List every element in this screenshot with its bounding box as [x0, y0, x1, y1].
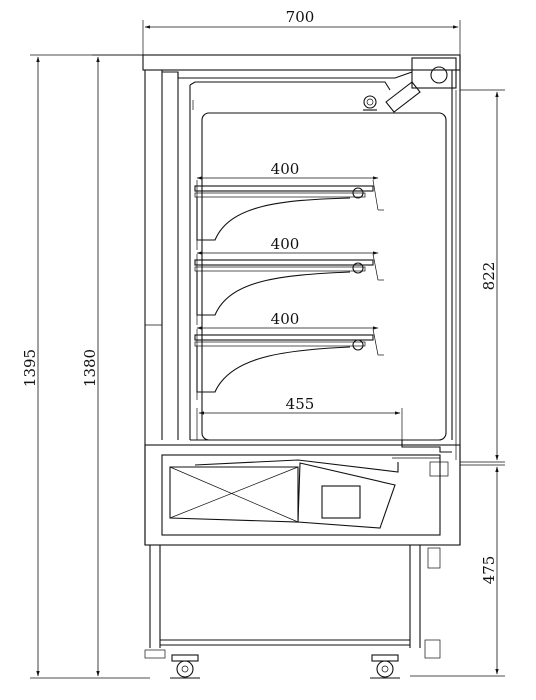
base-deck-depth-label: 455 — [286, 395, 315, 413]
dimension-upper-height: 822 — [460, 89, 505, 463]
front-lighting-canopy — [192, 57, 457, 113]
shelf-3: 400 — [194, 310, 384, 400]
dimension-overall-width: 700 — [142, 8, 461, 60]
shelf-2-depth-label: 400 — [271, 235, 300, 253]
stand — [144, 545, 441, 659]
shelf-3-depth-label: 400 — [271, 310, 300, 328]
shelf-2: 400 — [194, 235, 384, 325]
lower-compartment — [144, 444, 461, 546]
lower-height-label: 475 — [480, 556, 498, 585]
caster-right — [370, 654, 400, 679]
body-height-label: 1380 — [81, 349, 99, 387]
dimension-lower-height: 475 — [410, 464, 505, 677]
base-deck: 455 — [190, 395, 452, 453]
caster-left — [170, 654, 200, 679]
dimension-body-height: 1380 — [81, 54, 143, 677]
cabinet-outline — [142, 54, 461, 545]
shelf-1: 400 — [194, 160, 384, 250]
inner-display-area — [201, 112, 447, 441]
overall-width-label: 700 — [286, 8, 315, 26]
shelf-1-depth-label: 400 — [271, 160, 300, 178]
dimension-total-height: 1395 — [21, 54, 150, 679]
upper-height-label: 822 — [480, 262, 498, 291]
total-height-label: 1395 — [21, 349, 39, 387]
